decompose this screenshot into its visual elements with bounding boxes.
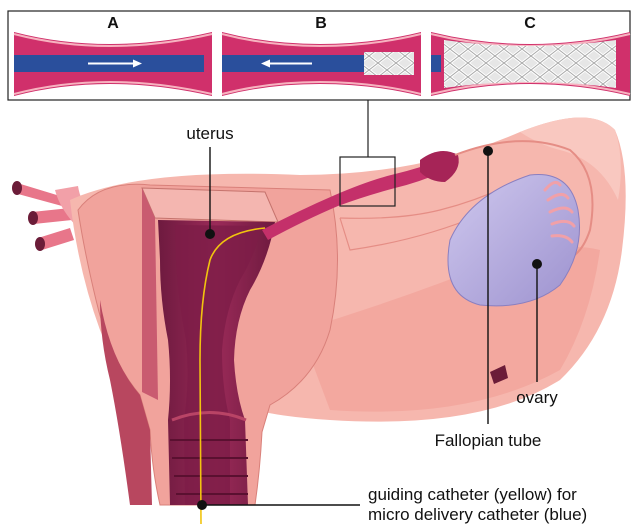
label-catheter-line2: micro delivery catheter (blue) xyxy=(368,505,587,524)
inset-box: A B C xyxy=(8,11,630,100)
label-fallopian-tube: Fallopian tube xyxy=(435,431,542,450)
panel-label-b: B xyxy=(315,15,327,32)
panel-label-c: C xyxy=(524,15,536,32)
micro-catheter-c xyxy=(431,55,441,72)
label-ovary: ovary xyxy=(516,388,558,407)
uterus-illustration xyxy=(12,117,626,524)
panel-label-a: A xyxy=(107,15,119,32)
stent-expanded xyxy=(444,40,616,88)
label-uterus: uterus xyxy=(186,124,233,143)
stent-partial xyxy=(364,52,414,75)
label-catheter-line1: guiding catheter (yellow) for xyxy=(368,485,577,504)
